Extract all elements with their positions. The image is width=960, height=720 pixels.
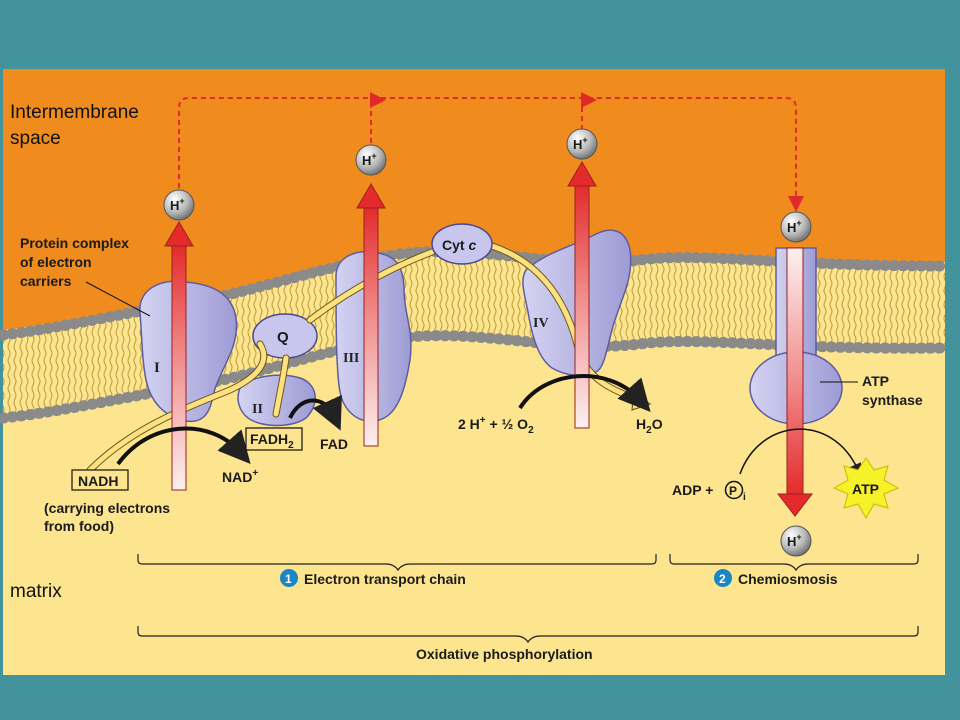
atp-label: ATP (852, 481, 879, 497)
chemiosmosis-section-label: 2 Chemiosmosis (714, 569, 838, 587)
nadh-box: NADH (71, 469, 129, 491)
protein-complex-label-line1: Protein complex (20, 235, 129, 251)
top-frame-bar (0, 0, 960, 66)
svg-text:1: 1 (285, 572, 292, 586)
svg-text:H+: H+ (787, 218, 802, 235)
membrane-inner-edge (0, 330, 951, 424)
bottom-frame-bar (0, 676, 960, 720)
svg-text:H+: H+ (573, 135, 588, 152)
atp-synthase-label-line1: ATP (862, 373, 889, 389)
proton-arrow-complex-iii (356, 183, 386, 447)
atp-star: ATP (832, 457, 900, 520)
h-plus-ion-complex-i: H+ (163, 189, 195, 221)
oxidative-phosphorylation-label: Oxidative phosphorylation (416, 646, 593, 662)
nadh-label: NADH (78, 473, 118, 489)
fadh2-to-fad-arrow (288, 394, 342, 431)
protein-complex-label-line2: of electron (20, 254, 92, 270)
protein-complex-leader-line (85, 281, 151, 317)
h-plus-ion-complex-iv: H+ (566, 128, 598, 160)
reaction-arrows (116, 374, 651, 466)
intermembrane-space-label-line1: Intermembrane (10, 102, 139, 123)
nadh-to-nad-arrow (116, 426, 251, 466)
oxygen-to-water-arrow (518, 374, 651, 412)
step-2-badge (714, 569, 732, 587)
svg-text:i: i (743, 492, 746, 503)
proton-arrow-complex-iv (567, 161, 597, 429)
h-plus-ion-atp-synthase-top: H+ (780, 211, 812, 243)
h-plus-ion-matrix: H+ (780, 525, 812, 557)
adp-label: ADP + (672, 482, 713, 498)
svg-text:P: P (729, 484, 737, 498)
etc-section-label: 1 Electron transport chain (280, 569, 466, 587)
svg-text:2: 2 (719, 572, 726, 586)
svg-text:Electron transport chain: Electron transport chain (304, 571, 466, 587)
svg-text:Chemiosmosis: Chemiosmosis (738, 571, 838, 587)
chemiosmosis-bracket (669, 554, 919, 572)
svg-text:H+: H+ (170, 196, 185, 213)
proton-flow-dashed-path (178, 92, 804, 212)
nad-plus-label: NAD+ (222, 468, 258, 485)
carrying-electrons-line1: (carrying electrons (44, 500, 170, 516)
water-label: H2O (636, 416, 663, 436)
h-plus-ion-complex-iii: H+ (355, 144, 387, 176)
intermembrane-space-label-line2: space (10, 128, 61, 149)
phosphate-pi: P i (724, 480, 746, 503)
fadh2-box: FADH2 (245, 427, 303, 451)
complex-i-label: I (154, 360, 160, 376)
atp-synthase-label-line2: synthase (862, 392, 923, 408)
complex-ii-label: II (252, 402, 263, 417)
carrying-electrons-line2: from food) (44, 518, 114, 534)
fad-label: FAD (320, 436, 348, 452)
step-1-badge (280, 569, 298, 587)
proton-arrow-atp-synthase (776, 247, 814, 517)
complex-iv-label: IV (533, 316, 549, 331)
svg-text:H+: H+ (362, 151, 377, 168)
cytochrome-c: Cyt c (431, 223, 493, 265)
complex-iii-label: III (343, 351, 359, 366)
matrix-label: matrix (10, 581, 62, 602)
protein-complex-label-line3: carriers (20, 273, 72, 289)
oxygen-reaction-label: 2 H+ + ½ O2 (458, 415, 534, 436)
oxphos-bracket (137, 626, 919, 644)
q-label: Q (277, 329, 289, 346)
intermembrane-space-region (3, 69, 945, 330)
fadh2-label: FADH2 (250, 431, 294, 451)
cyt-c-label: Cyt c (442, 237, 476, 253)
etc-bracket (137, 554, 657, 572)
adp-to-atp-arrow (739, 428, 862, 476)
svg-text:H+: H+ (787, 532, 802, 549)
